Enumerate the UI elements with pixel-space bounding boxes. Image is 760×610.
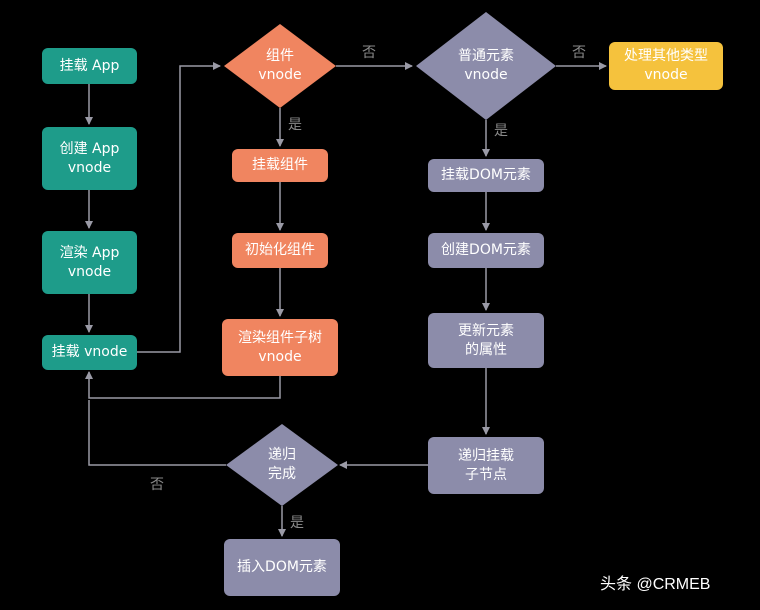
edge-label-element-no: 否	[572, 45, 586, 61]
decision-recursion-done-label: 递归 完成	[242, 445, 322, 485]
node-render-app-vnode: 渲染 App vnode	[42, 231, 137, 294]
node-text: 挂载DOM元素	[441, 167, 531, 183]
node-text: vnode	[464, 67, 508, 83]
node-mount-dom-element: 挂载DOM元素	[428, 159, 544, 192]
node-render-component-subtree: 渲染组件子树 vnode	[222, 319, 338, 376]
decision-component-vnode	[224, 24, 336, 108]
node-create-app-vnode: 创建 App vnode	[42, 127, 137, 190]
node-text: vnode	[67, 159, 112, 176]
node-text: 插入DOM元素	[237, 559, 327, 575]
node-text: vnode	[67, 263, 112, 280]
node-text: 更新元素	[458, 322, 514, 339]
node-text: 创建 App	[59, 140, 120, 157]
node-create-dom-element: 创建DOM元素	[428, 233, 544, 268]
decision-component-vnode-label: 组件 vnode	[236, 46, 324, 86]
node-update-element-props: 更新元素 的属性	[428, 313, 544, 368]
node-text: 挂载 App	[59, 57, 120, 74]
watermark: 头条 @CRMEB	[600, 576, 711, 593]
node-text: 渲染组件子树	[238, 329, 322, 346]
edge-label-done-no: 否	[150, 477, 164, 493]
decision-element-vnode	[416, 12, 556, 120]
node-text: 挂载 vnode	[51, 344, 128, 360]
node-recursive-mount-children: 递归挂载 子节点	[428, 437, 544, 494]
edge-label-done-yes: 是	[290, 515, 304, 531]
node-text: 递归	[268, 447, 296, 463]
node-text: 挂载组件	[252, 157, 308, 173]
edge-label-component-no: 否	[362, 45, 376, 61]
node-mount-vnode: 挂载 vnode	[42, 335, 137, 370]
edge-label-element-yes: 是	[494, 123, 508, 139]
node-mount-app: 挂载 App	[42, 48, 137, 84]
node-text: 初始化组件	[245, 242, 315, 258]
edge-label-component-yes: 是	[288, 117, 302, 133]
decision-recursion-done	[226, 424, 338, 506]
node-insert-dom-element: 插入DOM元素	[224, 539, 340, 596]
arrow-subtree-back-to-mount-vnode	[85, 371, 281, 399]
node-text: vnode	[258, 67, 302, 83]
node-text: 普通元素	[458, 48, 514, 64]
node-text: 渲染 App	[59, 244, 120, 261]
arrow-done-no-back	[88, 400, 226, 466]
decision-element-vnode-label: 普通元素 vnode	[436, 46, 536, 86]
node-init-component: 初始化组件	[232, 233, 328, 268]
node-text: 处理其他类型	[624, 48, 708, 64]
node-text: 子节点	[465, 466, 507, 483]
node-text: vnode	[258, 348, 302, 365]
node-handle-other-types: 处理其他类型 vnode	[609, 42, 723, 90]
node-mount-component: 挂载组件	[232, 149, 328, 182]
node-text: 完成	[268, 466, 296, 482]
node-text: vnode	[644, 67, 688, 83]
node-text: 组件	[266, 48, 294, 64]
node-text: 的属性	[465, 341, 507, 358]
node-text: 创建DOM元素	[441, 242, 531, 258]
node-text: 递归挂载	[458, 447, 514, 464]
arrow-mount-vnode-to-component-check	[137, 62, 221, 353]
